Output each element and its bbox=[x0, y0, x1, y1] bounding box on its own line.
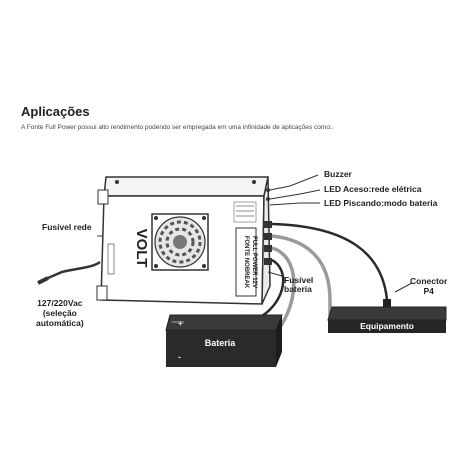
led-on-leader bbox=[269, 189, 321, 200]
buzzer-leader bbox=[269, 174, 319, 191]
fuse-battery-label: Fusível bateria bbox=[284, 276, 313, 294]
power-supply-unit bbox=[96, 176, 271, 305]
mains-line2: (seleção bbox=[42, 308, 77, 318]
equipment-cable-gray bbox=[271, 234, 332, 318]
battery-plus-sign: + bbox=[178, 319, 183, 328]
battery-label: Bateria bbox=[205, 338, 237, 348]
fuse-battery-line1: Fusível bbox=[284, 275, 314, 285]
battery-block bbox=[165, 314, 283, 367]
p4-connector bbox=[383, 299, 391, 309]
buzzer-label: Buzzer bbox=[324, 169, 352, 179]
fuse-battery-line2: bateria bbox=[284, 284, 312, 294]
connector-leader bbox=[394, 282, 413, 293]
led-on-label: LED Aceso:rede elétrica bbox=[324, 184, 422, 194]
mains-cable bbox=[47, 260, 101, 280]
mains-line3: automática) bbox=[36, 318, 84, 328]
mains-voltage-label: 127/220Vac (seleção automática) bbox=[36, 298, 84, 328]
device-model-line1: FONTE NOBREAK bbox=[243, 236, 249, 289]
mains-line1: 127/220Vac bbox=[37, 298, 83, 308]
connector-line2: P4 bbox=[423, 286, 434, 296]
cooling-fan bbox=[151, 213, 209, 271]
section-title: Aplicações bbox=[21, 104, 90, 119]
fuse-battery-leader bbox=[267, 271, 283, 277]
device-brand: VOLT bbox=[133, 229, 150, 268]
fuse-mains-label: Fusível rede bbox=[42, 222, 92, 232]
equipment-box bbox=[327, 306, 447, 333]
connector-label: Conector P4 bbox=[410, 276, 447, 296]
output-connectors bbox=[264, 188, 272, 265]
section-description: A Fonte Full Power possui alto rendiment… bbox=[21, 124, 334, 131]
equipment-cable-black bbox=[271, 222, 389, 301]
led-blink-label: LED Piscando:modo bateria bbox=[324, 198, 438, 208]
equipment-label: Equipamento bbox=[360, 321, 414, 331]
led-blink-leader bbox=[269, 202, 320, 206]
device-model-line2: FULL POWER 12V bbox=[251, 236, 257, 288]
connector-line1: Conector bbox=[410, 276, 448, 286]
battery-minus-sign: - bbox=[178, 352, 181, 362]
mains-plug bbox=[37, 276, 49, 285]
